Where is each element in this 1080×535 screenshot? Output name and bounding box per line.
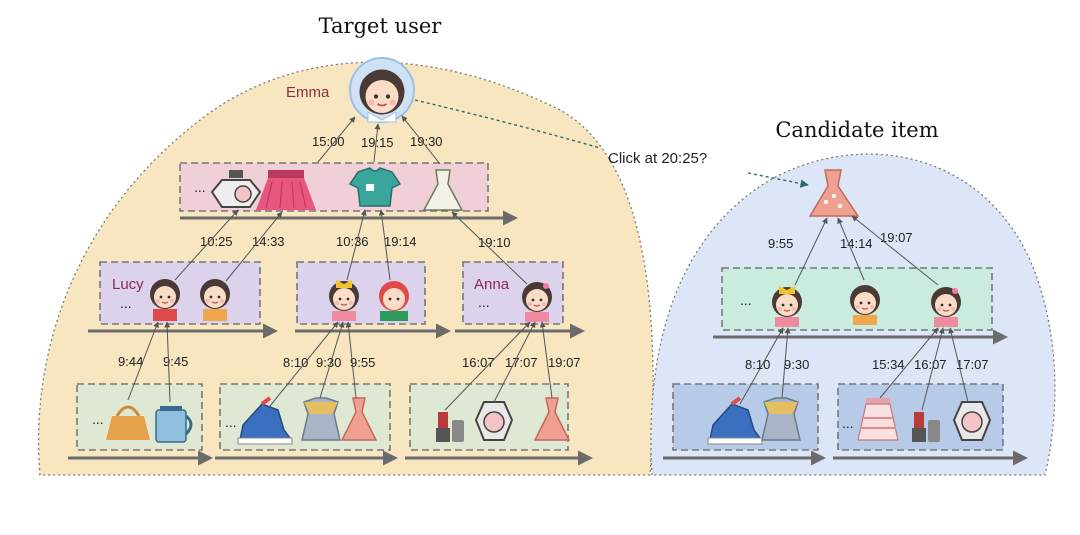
woman-avatar	[199, 278, 231, 321]
time-anna-dress2: 19:07	[548, 355, 581, 370]
time-cand-anna-powder: 17:07	[956, 357, 989, 372]
skirt-icon	[256, 170, 316, 210]
kettle-icon	[155, 406, 193, 443]
edge-lucy-bag	[127, 321, 159, 401]
lucy-avatar	[149, 278, 181, 321]
edge-girl-tshirt	[346, 209, 367, 281]
time-cand-anna: 19:07	[880, 230, 913, 245]
edge-boy-tshirt	[378, 209, 391, 281]
lucy-name: Lucy	[112, 276, 144, 293]
edge-cand-anna-lipstick	[921, 327, 945, 411]
time-lucy-skirt: 14:33	[252, 234, 285, 249]
edge-emma-tshirt	[373, 123, 381, 163]
time-anna-dress: 19:10	[478, 235, 511, 250]
time-cand-girl-shoe: 8:10	[745, 357, 770, 372]
edge-lucy-perfume	[174, 209, 239, 281]
white-dress-icon	[422, 169, 464, 211]
time-cand-girl: 9:55	[768, 236, 793, 251]
target-user-title: Target user	[319, 14, 443, 38]
edge-cand-girl	[794, 217, 828, 286]
candidate-sneaker-icon	[707, 396, 763, 445]
candidate-anna-avatar	[930, 286, 962, 327]
candidate-girl-avatar	[771, 286, 803, 327]
lucy-ellipsis: ...	[120, 295, 132, 311]
candidate-yellow-dress-icon	[761, 397, 801, 441]
edge-lucy-skirt	[225, 211, 283, 282]
candidate-item-title: Candidate item	[775, 118, 938, 142]
lipstick-icon	[436, 412, 464, 442]
girl-avatar	[328, 280, 360, 321]
time-girl-dress: 9:30	[316, 355, 341, 370]
edge-cand-anna-skirt	[879, 327, 939, 399]
girl-items-ellipsis: ...	[225, 414, 237, 430]
anna-ellipsis: ...	[478, 294, 490, 310]
yellow-dress-icon	[301, 397, 341, 441]
edge-girl-dress	[319, 321, 345, 399]
emma-name: Emma	[286, 84, 330, 101]
edge-cand-anna	[851, 215, 939, 286]
perfume-icon	[210, 170, 262, 208]
emma-to-candidate-link	[414, 99, 601, 149]
edge-anna-dress	[451, 211, 528, 285]
candidate-woman-avatar	[849, 284, 881, 325]
edge-anna-powder	[493, 321, 536, 403]
time-lucy-perfume: 10:25	[200, 234, 233, 249]
candidate-anna-items-ellipsis: ...	[842, 415, 854, 431]
handbag-icon	[106, 405, 150, 440]
time-boy-tshirt: 19:14	[384, 234, 417, 249]
lucy-items-ellipsis: ...	[92, 411, 104, 427]
anna-avatar	[521, 281, 553, 322]
emma-avatar	[349, 57, 415, 123]
click-question: Click at 20:25?	[608, 150, 707, 167]
edge-girl-shoe	[269, 321, 339, 407]
time-anna-lipstick: 16:07	[462, 355, 495, 370]
edge-emma-dress	[401, 115, 441, 165]
anna-name: Anna	[474, 276, 510, 293]
candidate-lipstick-icon	[912, 412, 940, 442]
time-cand-woman: 14:14	[840, 236, 873, 251]
candidate-powder-compact-icon	[952, 401, 992, 441]
time-emma-dress: 19:30	[410, 134, 443, 149]
edge-cand-anna-powder	[948, 327, 969, 403]
edge-cand-woman	[837, 217, 865, 281]
edge-cand-girl-dress	[781, 327, 791, 399]
time-girl-dress2: 9:55	[350, 355, 375, 370]
boy-avatar	[379, 281, 409, 321]
tshirt-icon	[348, 167, 402, 207]
powder-compact-icon	[474, 401, 514, 441]
candidate-users-ellipsis: ...	[740, 292, 752, 308]
time-lucy-kettle: 9:45	[163, 354, 188, 369]
pink-dress-icon-2	[533, 397, 571, 441]
question-to-dress-link	[747, 172, 809, 188]
lucy-row	[99, 261, 261, 325]
time-girl-shoe: 8:10	[283, 355, 308, 370]
time-lucy-bag: 9:44	[118, 354, 143, 369]
pink-dress-icon	[340, 397, 378, 441]
time-cand-anna-lipstick: 16:07	[914, 357, 947, 372]
edge-emma-perfume	[317, 116, 356, 163]
edge-anna-lipstick	[444, 321, 531, 411]
time-anna-powder: 17:07	[505, 355, 538, 370]
edge-girl-dress2	[345, 321, 357, 399]
edge-cand-girl-shoe	[739, 327, 784, 405]
time-cand-girl-dress: 9:30	[784, 357, 809, 372]
edge-lucy-kettle	[164, 321, 171, 403]
sneaker-icon	[237, 396, 293, 445]
time-girl-tshirt: 10:36	[336, 234, 369, 249]
candidate-skirt-icon	[857, 398, 899, 441]
time-emma-tshirt: 19:15	[361, 135, 394, 150]
time-cand-anna-skirt: 15:34	[872, 357, 905, 372]
edge-anna-dress2	[539, 321, 553, 399]
emma-items-ellipsis: ...	[194, 179, 206, 195]
time-emma-perfume: 15:00	[312, 134, 345, 149]
